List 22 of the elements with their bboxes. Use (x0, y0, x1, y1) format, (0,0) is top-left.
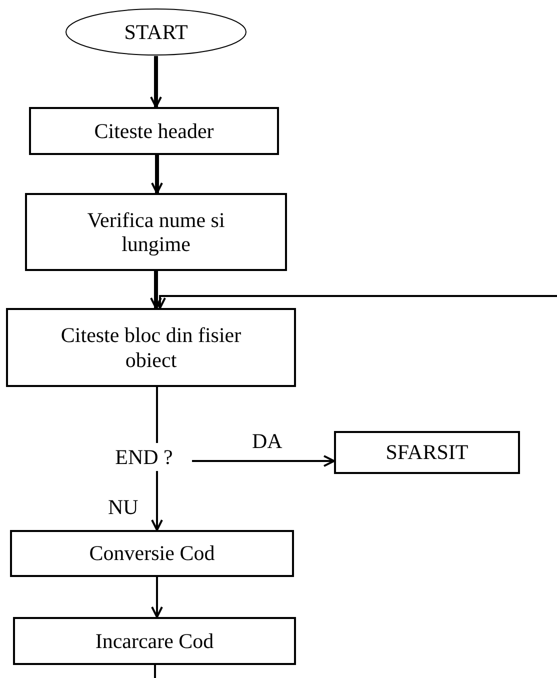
node-label: SFARSIT (384, 440, 470, 465)
node-label: Citeste header (93, 118, 215, 144)
process-box (29, 107, 279, 155)
arrow (150, 56, 162, 108)
process-box (25, 193, 287, 271)
start-ellipse (65, 8, 247, 56)
arrow (192, 455, 335, 467)
arrow (150, 271, 162, 309)
process-box (13, 617, 296, 665)
process-box (6, 308, 296, 387)
node-label: Conversie Cod (88, 541, 216, 566)
node-label: Citeste bloc din fisier obiect (60, 323, 242, 372)
arrow (151, 155, 163, 194)
connector-line (154, 665, 156, 678)
node-label: Incarcare Cod (94, 628, 215, 654)
decision-label: END ? (114, 444, 174, 470)
arrow (151, 471, 163, 531)
node-label: START (123, 20, 189, 44)
arrow (151, 577, 163, 618)
node-label: Verifica nume si lungime (86, 208, 226, 256)
process-box (334, 431, 520, 474)
process-box (10, 530, 294, 577)
